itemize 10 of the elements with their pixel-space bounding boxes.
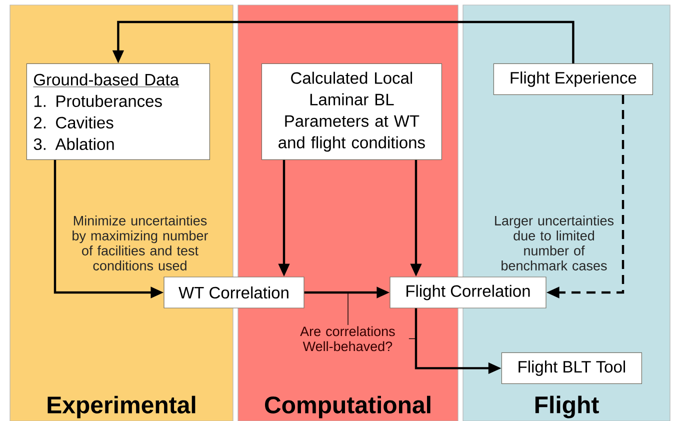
edge-label: Minimize uncertainties by maximizing number of facilities and test conditions used (72, 216, 208, 270)
leader-line (408, 338, 416, 340)
process-box: Flight Correlation (390, 276, 546, 308)
process-box: WT Correlation (164, 276, 304, 308)
edge-label: Larger uncertainties due to limited number of benchmark cases (495, 216, 614, 270)
process-box: Ground-based Data 1. Protuberances 2. Cavities 3. Ablation (26, 63, 210, 160)
process-box: Calculated Local Laminar BL Parameters at WT and flight conditions (261, 63, 442, 160)
process-box: Flight BLT Tool (501, 352, 642, 384)
callout-text: Are correlations Well-behaved? (300, 326, 395, 352)
process-box: Flight Experience (493, 63, 653, 95)
